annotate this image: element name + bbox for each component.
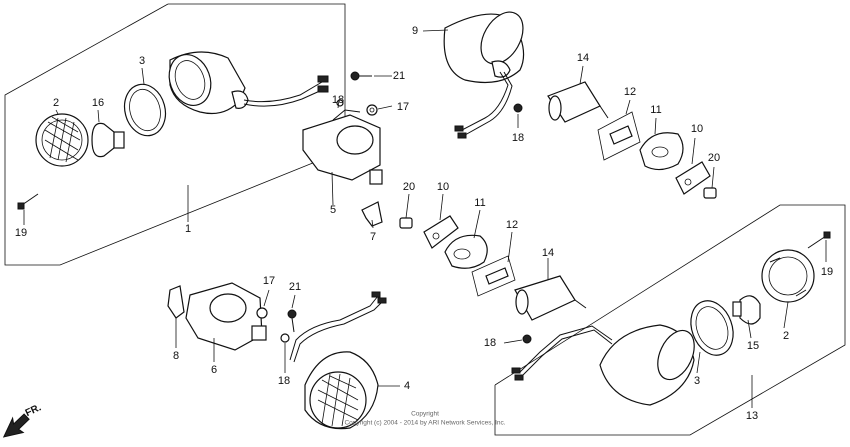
plate-10-center <box>423 215 459 249</box>
callout-18: 18 <box>512 132 524 144</box>
callout-14: 14 <box>542 247 554 259</box>
callout-21: 21 <box>393 70 405 82</box>
screw-19-left <box>17 193 39 210</box>
wire-right <box>511 325 613 381</box>
grommet-11-center <box>444 234 488 269</box>
screw-18-center <box>522 334 532 344</box>
bracket-5 <box>302 109 383 185</box>
callout-21: 21 <box>289 281 301 293</box>
bulb-right <box>732 295 761 325</box>
screw-18-upper <box>513 103 523 113</box>
plate-12-center <box>471 255 516 297</box>
callout-2: 2 <box>783 330 789 342</box>
direction-arrow <box>2 413 30 438</box>
relay-14-upper <box>547 81 609 123</box>
callout-16: 16 <box>92 97 104 109</box>
callout-10: 10 <box>437 181 449 193</box>
callout-3: 3 <box>139 55 145 67</box>
callout-12: 12 <box>506 219 518 231</box>
housing-right <box>599 324 695 406</box>
bolt-21-upper <box>350 71 372 81</box>
plate-10-upper <box>675 161 711 195</box>
clip-8 <box>167 285 185 319</box>
callout-13: 13 <box>746 410 758 422</box>
assembly-box-right <box>494 204 846 436</box>
relay-14-center <box>514 275 587 321</box>
callout-20: 20 <box>403 181 415 193</box>
screw-19-right <box>807 231 831 249</box>
leader-lines <box>23 29 827 408</box>
callout-8: 8 <box>173 350 179 362</box>
callout-19: 19 <box>15 227 27 239</box>
wire-lower-left <box>289 291 387 363</box>
callout-20: 20 <box>708 152 720 164</box>
callout-10: 10 <box>691 123 703 135</box>
copyright-title: Copyright <box>411 411 439 418</box>
callout-19: 19 <box>821 266 833 278</box>
callout-2: 2 <box>53 97 59 109</box>
callout-18: 18 <box>332 94 344 106</box>
ring-gasket-left <box>123 83 167 137</box>
ring-gasket-right <box>690 300 734 356</box>
copyright-text: Copyright (c) 2004 - 2014 by ARI Network… <box>344 420 505 427</box>
callout-18: 18 <box>278 375 290 387</box>
callout-1: 1 <box>185 223 191 235</box>
callout-6: 6 <box>211 364 217 376</box>
callout-4: 4 <box>404 380 410 392</box>
housing-left <box>168 51 249 115</box>
bracket-6 <box>185 282 267 351</box>
nut-17-lower <box>256 307 268 319</box>
wire-upper-right <box>454 71 513 139</box>
callout-15: 15 <box>747 340 759 352</box>
lens-left <box>35 113 89 167</box>
callout-11: 11 <box>650 104 661 116</box>
callout-17: 17 <box>397 101 409 113</box>
callout-9: 9 <box>412 25 418 37</box>
nut-20-center <box>399 217 413 229</box>
housing-9-upper <box>443 11 525 83</box>
nut-17-upper <box>366 104 378 116</box>
bolt-21-lower <box>287 309 297 333</box>
assembly-4-lower <box>304 351 379 430</box>
callout-14: 14 <box>577 52 589 64</box>
washer-18-lower <box>280 333 290 343</box>
direction-label: FR. <box>24 402 43 419</box>
grommet-11-upper <box>639 132 684 171</box>
callout-17: 17 <box>263 275 275 287</box>
assembly-box-left <box>4 3 346 266</box>
callout-18: 18 <box>484 337 496 349</box>
bulb-left <box>91 122 125 158</box>
clip-7 <box>361 201 383 227</box>
nut-20-upper <box>703 187 717 199</box>
callout-11: 11 <box>474 197 485 209</box>
plate-12-upper <box>597 111 641 161</box>
callout-7: 7 <box>370 231 376 243</box>
callout-5: 5 <box>330 204 336 216</box>
callout-12: 12 <box>624 86 636 98</box>
callout-3: 3 <box>694 375 700 387</box>
wire-harness-left <box>243 75 329 107</box>
socket-2-right <box>761 249 815 303</box>
